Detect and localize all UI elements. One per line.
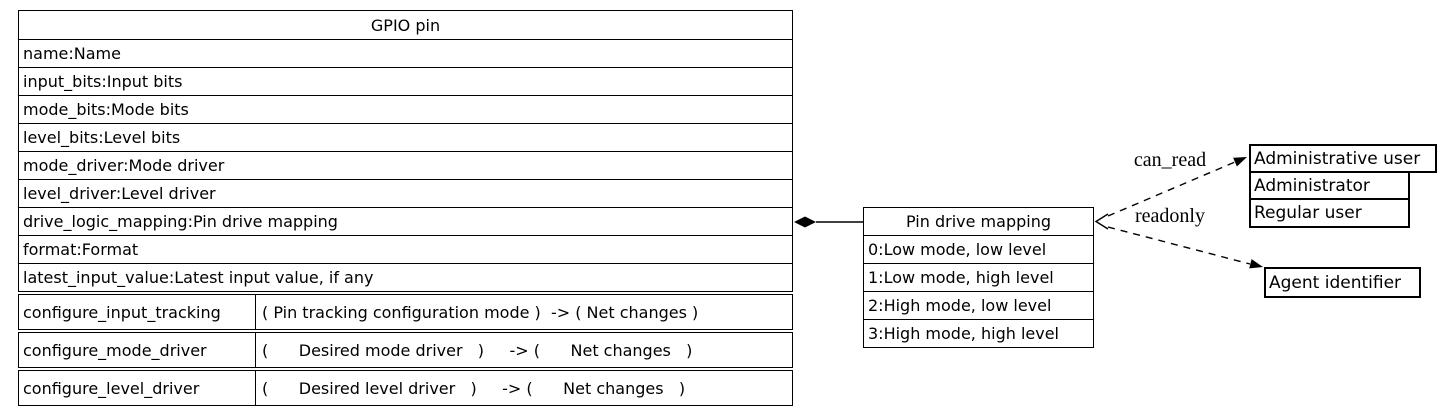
- gpio-attribute-row: level_driver:Level driver: [18, 179, 793, 208]
- administrator-node: Administrator: [1249, 171, 1410, 200]
- readonly-dashed-line: [1107, 226, 1251, 265]
- enum-value-row: 1:Low mode, high level: [863, 263, 1094, 292]
- enum-value-row: 2:High mode, low level: [863, 291, 1094, 320]
- method-signature-cell: ( Pin tracking configuration mode ) -> (…: [262, 302, 699, 322]
- gpio-method-row: configure_mode_driver ( Desired mode dri…: [18, 332, 793, 368]
- gpio-pin-title: GPIO pin: [18, 10, 793, 40]
- enum-value-row: 0:Low mode, low level: [863, 235, 1094, 264]
- regular-user-node: Regular user: [1249, 198, 1410, 228]
- method-name-cell: configure_level_driver: [19, 371, 256, 405]
- method-signature-cell: ( Desired mode driver ) -> ( Net changes…: [262, 340, 693, 360]
- edge-label-readonly: readonly: [1135, 205, 1205, 227]
- enum-value-row: 3:High mode, high level: [863, 319, 1094, 348]
- gpio-pin-node: GPIO pin name:Name input_bits:Input bits…: [18, 10, 793, 406]
- gpio-attribute-row: level_bits:Level bits: [18, 123, 793, 152]
- gpio-attribute-row: name:Name: [18, 39, 793, 68]
- agent-identifier-node: Agent identifier: [1264, 267, 1421, 298]
- gpio-attribute-row: input_bits:Input bits: [18, 67, 793, 96]
- gpio-attribute-row: mode_bits:Mode bits: [18, 95, 793, 124]
- gpio-attribute-row: latest_input_value:Latest input value, i…: [18, 263, 793, 292]
- method-name-cell: configure_mode_driver: [19, 333, 256, 367]
- gpio-method-row: configure_level_driver ( Desired level d…: [18, 370, 793, 406]
- method-name-cell: configure_input_tracking: [19, 295, 256, 329]
- gpio-attribute-row: mode_driver:Mode driver: [18, 151, 793, 180]
- gpio-attribute-row: format:Format: [18, 235, 793, 264]
- source-vee-arrowhead-icon: [1094, 213, 1109, 230]
- readonly-arrowhead-icon: [1249, 259, 1263, 269]
- method-signature-cell: ( Desired level driver ) -> ( Net change…: [262, 378, 686, 398]
- pin-drive-mapping-title: Pin drive mapping: [863, 207, 1094, 236]
- composition-diamond-icon: [794, 216, 816, 228]
- edge-label-can-read: can_read: [1133, 149, 1207, 171]
- can-read-arrowhead-icon: [1233, 157, 1247, 167]
- gpio-attribute-row: drive_logic_mapping:Pin drive mapping: [18, 207, 793, 236]
- gpio-method-row: configure_input_tracking ( Pin tracking …: [18, 294, 793, 330]
- administrative-user-node: Administrative user: [1249, 144, 1437, 173]
- pin-drive-mapping-node: Pin drive mapping 0:Low mode, low level …: [863, 207, 1094, 348]
